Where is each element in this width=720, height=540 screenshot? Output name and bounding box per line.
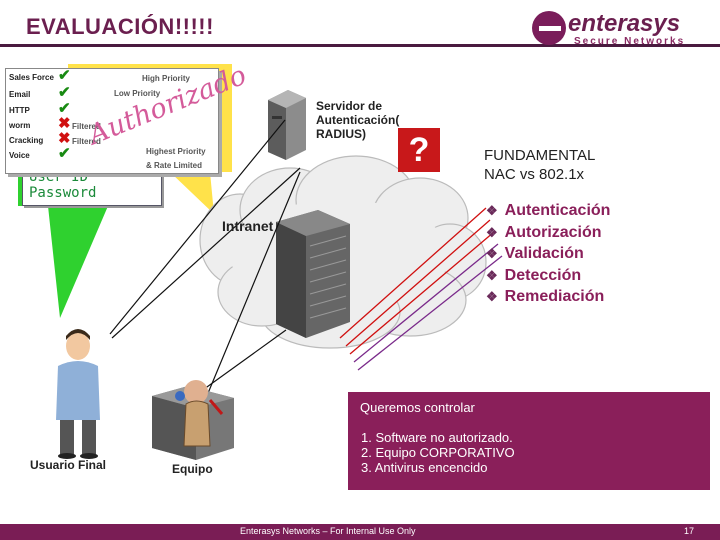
bullet-icon: ❖ xyxy=(486,246,498,261)
list-item: 3. Antivirus encencido xyxy=(361,460,488,475)
radius-server xyxy=(268,90,306,160)
footer-bar: Enterasys Networks – For Internal Use On… xyxy=(0,524,720,540)
unknown-device-icon: ? xyxy=(398,128,440,172)
policy-label: Low Priority xyxy=(114,89,161,98)
list-item: ❖ Autorización xyxy=(486,222,610,244)
bullet-icon: ❖ xyxy=(486,224,498,240)
cross-icon: ✖ xyxy=(58,130,71,147)
check-icon: ✔ xyxy=(58,100,71,117)
user-id-label: User ID xyxy=(29,175,89,185)
policy-app: worm xyxy=(9,121,31,130)
device-label: Equipo xyxy=(172,462,213,476)
list-item: ❖ Detección xyxy=(486,265,610,287)
feature-text: Autenticación xyxy=(504,202,611,219)
policy-label: Filtered xyxy=(72,137,101,146)
feature-text: Validación xyxy=(504,245,584,262)
list-item: ❖ Remediación xyxy=(486,286,610,308)
slide-title: EVALUACIÓN!!!!! xyxy=(26,14,214,39)
list-item: ❖ Autenticación xyxy=(486,200,610,222)
logo-wordmark: enterasys xyxy=(568,10,681,37)
end-user-figure xyxy=(56,329,100,459)
check-icon: ✔ xyxy=(58,145,71,162)
alert-lines xyxy=(339,207,495,355)
credentials-box: User ID Password xyxy=(22,174,162,206)
enterasys-logo-icon xyxy=(532,11,566,45)
policy-app: Email xyxy=(9,90,31,99)
policy-label: Highest Priority xyxy=(146,147,206,156)
footer-text: Enterasys Networks – For Internal Use On… xyxy=(240,526,416,536)
password-label: Password xyxy=(29,185,97,201)
policy-label: High Priority xyxy=(142,74,191,83)
policy-app: Cracking xyxy=(9,136,44,145)
server-label: Servidor de Autenticación( RADIUS) xyxy=(316,99,400,141)
feature-list: ❖ Autenticación ❖ Autorización ❖ Validación… xyxy=(486,200,610,308)
topic-line-2: NAC vs 802.1x xyxy=(484,166,585,183)
control-list: 1. Software no autorizado. 2. Equipo COR… xyxy=(361,430,515,475)
end-user-label: Usuario Final xyxy=(30,458,107,472)
check-icon: ✔ xyxy=(58,67,71,84)
policy-app: Voice xyxy=(9,151,30,160)
intranet-label: Intranet xyxy=(222,218,274,234)
feature-text: Autorización xyxy=(504,223,602,241)
list-item: ❖ Validación xyxy=(486,243,610,265)
bullet-icon: ❖ xyxy=(486,289,498,304)
policy-extra-label: & Rate Limited xyxy=(146,161,203,170)
list-item: 2. Equipo CORPORATIVO xyxy=(361,445,515,460)
device-figure xyxy=(152,380,234,460)
control-title: Queremos controlar xyxy=(360,400,475,415)
feature-text: Detección xyxy=(504,266,582,284)
topic-line-1: FUNDAMENTAL xyxy=(484,147,596,164)
topic-heading: FUNDAMENTAL NAC vs 802.1x xyxy=(484,146,595,184)
bullet-icon: ❖ xyxy=(486,267,498,283)
policy-app: Sales Force xyxy=(9,73,54,82)
cross-icon: ✖ xyxy=(58,115,71,132)
bullet-icon: ❖ xyxy=(486,203,498,218)
title-underline xyxy=(0,44,720,47)
check-icon: ✔ xyxy=(58,84,71,101)
policy-label: Filtered xyxy=(72,122,101,131)
control-box: Queremos controlar 1. Software no autori… xyxy=(348,392,710,490)
feature-text: Remediación xyxy=(504,288,605,305)
link-lines xyxy=(109,119,301,399)
page-number: 17 xyxy=(684,526,695,536)
policy-panel: Sales Force ✔ High Priority Email ✔ Low … xyxy=(5,68,219,174)
list-item: 1. Software no autorizado. xyxy=(361,430,513,445)
logo-tagline: Secure Networks xyxy=(574,36,686,47)
rack-server xyxy=(276,210,350,338)
policy-app: HTTP xyxy=(9,106,30,115)
